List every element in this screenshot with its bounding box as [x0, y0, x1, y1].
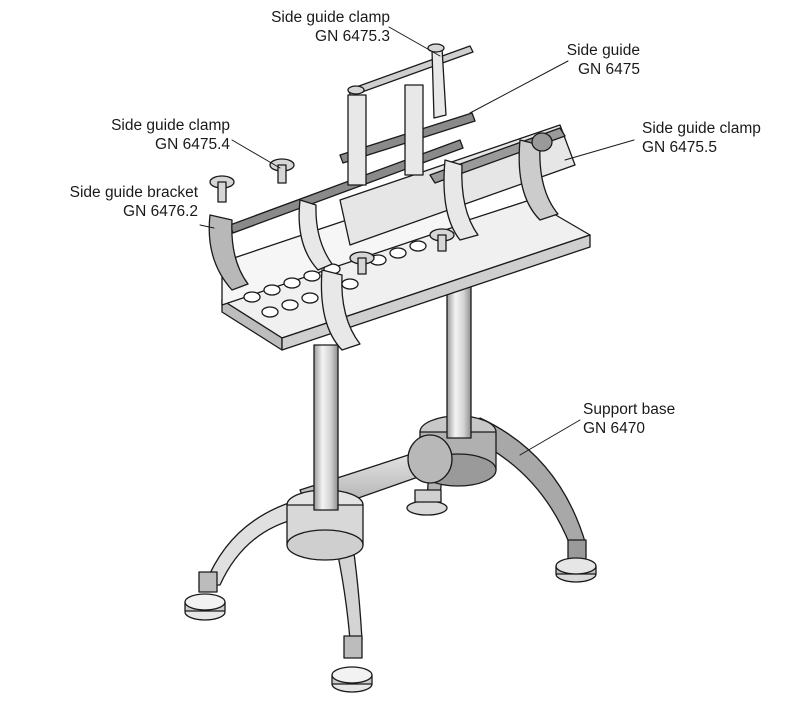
support-base-front — [184, 489, 373, 693]
label-side-guide-clamp-left: Side guide clamp GN 6475.4 — [40, 116, 230, 154]
label-code: GN 6475 — [577, 61, 640, 78]
leader-clamp-right — [564, 139, 635, 161]
label-side-guide: Side guide GN 6475 — [520, 41, 640, 79]
label-name: Support base — [583, 401, 676, 418]
label-code: GN 6475.5 — [642, 139, 717, 156]
label-code: GN 6476.2 — [123, 203, 198, 220]
leader-support-base — [519, 419, 581, 456]
support-base-back — [406, 415, 597, 583]
label-name: Side guide — [566, 42, 640, 59]
clamp-brackets — [208, 47, 559, 351]
conveyor-frame — [221, 124, 591, 351]
leader-clamp-left — [231, 139, 281, 169]
label-code: GN 6475.4 — [155, 136, 230, 153]
leader-clamp-top — [388, 26, 441, 57]
label-side-guide-clamp-right: Side guide clamp GN 6475.5 — [642, 119, 787, 157]
label-support-base: Support base GN 6470 — [583, 400, 723, 438]
clamp-knobs — [209, 43, 553, 275]
leader-bracket — [199, 224, 215, 229]
leader-lines — [199, 26, 635, 456]
label-name: Side guide clamp — [111, 117, 230, 134]
label-code: GN 6475.3 — [315, 28, 390, 45]
label-name: Side guide clamp — [271, 9, 390, 26]
support-post-front — [313, 344, 339, 511]
label-code: GN 6470 — [583, 420, 646, 437]
label-side-guide-clamp-top: Side guide clamp GN 6475.3 — [200, 8, 390, 46]
label-name: Side guide clamp — [642, 120, 761, 137]
leader-side-guide — [469, 60, 569, 114]
label-name: Side guide bracket — [69, 184, 198, 201]
label-side-guide-bracket: Side guide bracket GN 6476.2 — [0, 183, 198, 221]
